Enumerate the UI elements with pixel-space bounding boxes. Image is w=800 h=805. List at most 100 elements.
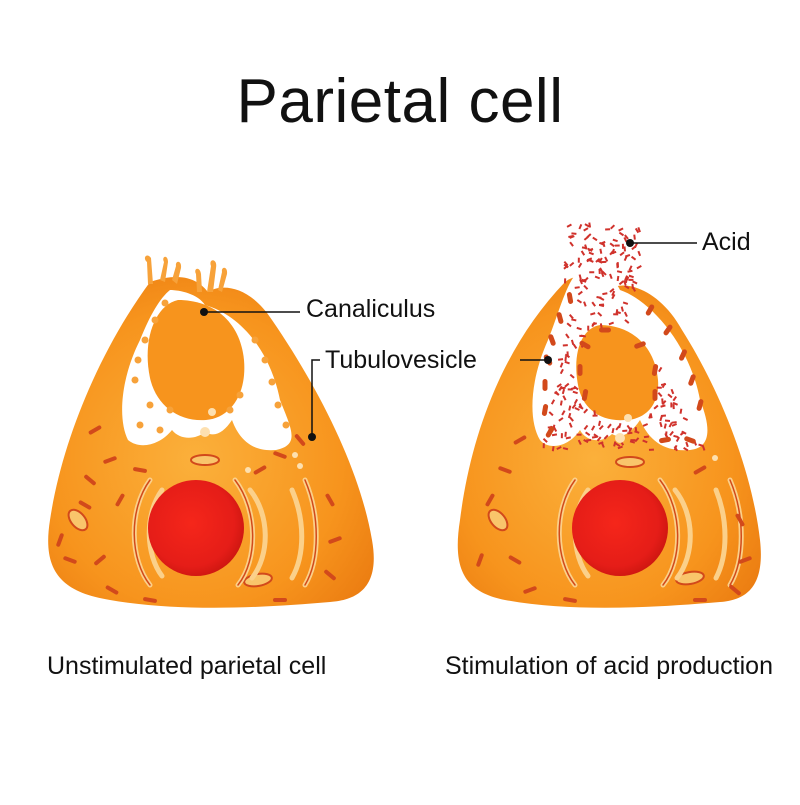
acid-particle	[602, 241, 606, 248]
acid-particle	[657, 392, 663, 398]
acid-particle	[559, 362, 564, 368]
acid-particle	[623, 237, 628, 243]
acid-particle	[618, 280, 624, 286]
acid-particle	[618, 231, 625, 237]
acid-particle	[670, 388, 675, 395]
acid-particle	[563, 278, 567, 284]
acid-particle	[608, 321, 614, 326]
acid-particle	[584, 223, 590, 228]
diagram-title: Parietal cell	[236, 67, 564, 136]
villus	[268, 378, 276, 386]
acid-particle	[616, 270, 623, 274]
tubulovesicle-dash	[105, 585, 119, 595]
acid-particle	[564, 360, 570, 365]
leader-lines	[204, 242, 697, 437]
acid-particle	[632, 280, 638, 285]
proton-pump	[634, 341, 646, 349]
tubulovesicle-dash	[328, 536, 342, 544]
acid-particle	[572, 343, 578, 350]
acid-particle	[563, 264, 569, 270]
acid-particle	[562, 447, 569, 451]
acid-particle	[634, 427, 638, 433]
acid-particle	[603, 434, 609, 440]
acid-particle	[701, 445, 706, 451]
villus	[131, 376, 139, 384]
tubulovesicle-dash	[523, 586, 537, 594]
tubulovesicle-dash	[735, 513, 745, 527]
tubulovesicle-dash	[143, 597, 157, 603]
acid-particle	[587, 247, 594, 252]
villus	[151, 316, 159, 324]
acid-particle	[597, 259, 603, 264]
acid-particle	[554, 390, 560, 396]
acid-particles	[542, 222, 706, 452]
acid-particle	[557, 358, 564, 361]
lumen-villi-left	[131, 299, 290, 434]
small-vesicles-left	[200, 408, 303, 473]
acid-particle	[615, 442, 621, 448]
acid-particle	[624, 319, 630, 324]
acid-particle	[587, 325, 590, 331]
proton-pump	[541, 404, 549, 416]
acid-particle	[573, 398, 579, 405]
acid-particle	[672, 395, 678, 402]
acid-particle	[598, 420, 602, 426]
label-canaliculus: Canaliculus	[306, 295, 436, 323]
tubulovesicle-dash	[133, 467, 147, 473]
acid-particle	[583, 227, 589, 232]
acid-particle	[550, 399, 556, 405]
acid-particle	[561, 410, 566, 416]
tubulovesicle-dash	[693, 465, 707, 475]
acid-particle	[583, 301, 587, 307]
villus	[134, 356, 142, 364]
villus	[282, 421, 290, 429]
acid-particle	[563, 260, 569, 267]
acid-particle	[598, 441, 604, 445]
caption-unstimulated: Unstimulated parietal cell	[47, 652, 327, 680]
nucleus-left	[148, 480, 244, 576]
proton-pump	[548, 334, 556, 346]
acid-particle	[580, 250, 586, 256]
villus	[166, 406, 174, 414]
proton-pump	[581, 389, 589, 401]
acid-particle	[565, 333, 570, 339]
acid-particle	[659, 415, 663, 422]
proton-pump	[651, 364, 659, 376]
acid-particle	[633, 234, 636, 240]
acid-particle	[558, 385, 563, 392]
acid-particle	[685, 441, 689, 448]
acid-particle	[594, 275, 601, 280]
villus	[226, 406, 234, 414]
acid-particle	[569, 416, 574, 422]
acid-particle	[576, 433, 582, 436]
acid-particle	[682, 416, 689, 421]
tubulovesicle-dash	[273, 598, 287, 602]
acid-particle	[566, 322, 572, 328]
proton-pump	[579, 340, 591, 350]
acid-particle	[627, 269, 633, 273]
acid-particle	[616, 263, 619, 269]
acid-particle	[615, 310, 621, 315]
acid-particle	[591, 425, 596, 431]
acid-particle	[673, 445, 678, 452]
acid-particle	[593, 433, 599, 438]
acid-particle	[583, 438, 589, 444]
acid-particle	[576, 299, 583, 304]
tubulovesicle-dash	[729, 584, 741, 596]
proton-pump	[652, 389, 658, 401]
tubulovesicle-dash	[253, 465, 267, 475]
acid-particle	[611, 290, 616, 297]
acid-particle	[568, 422, 573, 428]
acid-particle	[675, 436, 680, 443]
acid-particle	[628, 278, 634, 281]
acid-particle	[609, 242, 615, 248]
acid-particle	[642, 439, 648, 444]
mitochondria-right	[487, 456, 705, 586]
acid-particle	[601, 270, 607, 276]
acid-particle	[551, 446, 555, 452]
tubulovesicle-dash	[294, 434, 306, 446]
acid-particle	[605, 228, 611, 231]
small-vesicles-right	[615, 414, 718, 461]
acid-particle	[612, 238, 618, 243]
acid-particle	[568, 405, 572, 411]
